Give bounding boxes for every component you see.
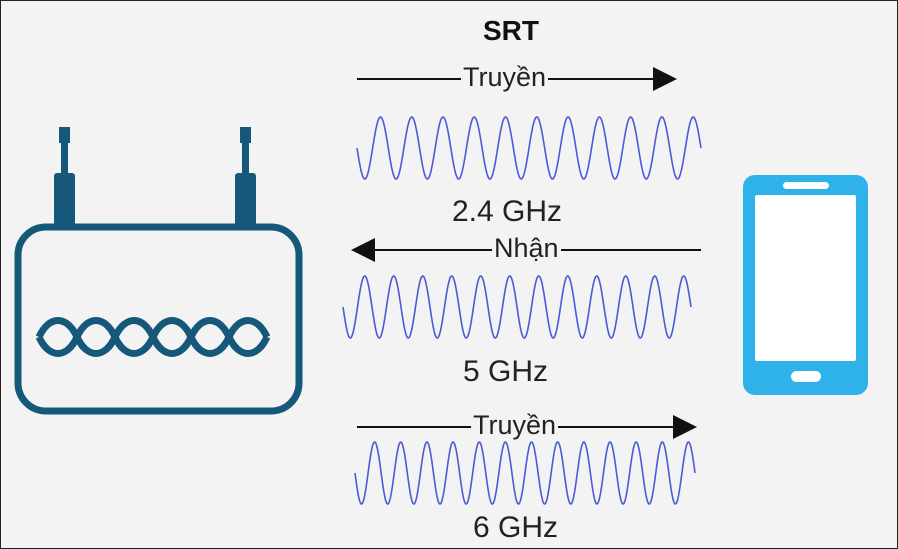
direction-label: Truyền [471, 409, 559, 441]
direction-label: Truyền [461, 61, 549, 93]
transmit-arrow-2: Truyền [357, 409, 697, 441]
receive-arrow: Nhận [351, 232, 701, 264]
direction-label: Nhận [492, 232, 561, 264]
wave-6ghz [354, 441, 696, 505]
arrow-head-right-icon [653, 67, 677, 91]
frequency-label-6ghz: 6 GHz [473, 511, 559, 544]
frequency-label-2.4ghz: 2.4 GHz [452, 195, 563, 228]
router-icon [14, 127, 303, 415]
wave-2.4ghz [356, 116, 702, 180]
wave-5ghz [342, 275, 692, 339]
diagram-title: SRT [483, 15, 539, 46]
sine-wave-path [356, 116, 702, 180]
sine-wave-path [354, 441, 696, 505]
arrow-head-right-icon [673, 415, 697, 439]
sine-wave-path [342, 275, 692, 339]
transmit-arrow-1: Truyền [357, 61, 677, 93]
arrow-head-left-icon [351, 238, 375, 262]
smartphone-icon [743, 175, 868, 395]
frequency-label-5ghz: 5 GHz [463, 355, 549, 388]
